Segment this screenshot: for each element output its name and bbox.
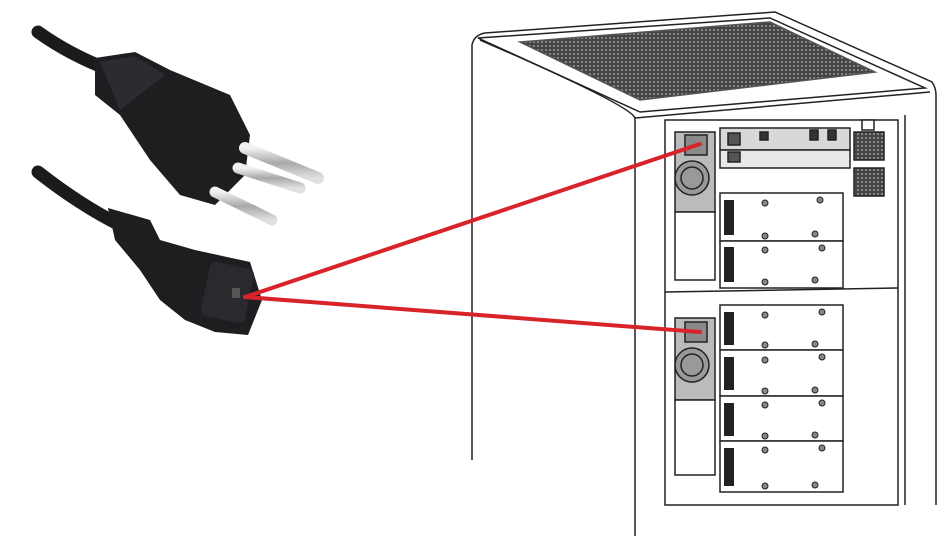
rack-cabinet bbox=[471, 11, 937, 536]
pointer-to-top-psu bbox=[243, 142, 702, 299]
plug-cord bbox=[31, 25, 324, 226]
psu-bottom bbox=[674, 317, 716, 401]
controller-card bbox=[719, 127, 851, 169]
top-grille bbox=[517, 21, 878, 101]
iec-connector-cord bbox=[31, 165, 262, 335]
vent-panels bbox=[853, 119, 885, 197]
plug-pins bbox=[209, 142, 324, 226]
pointer-to-bottom-psu bbox=[243, 295, 702, 334]
pointer-lines bbox=[243, 142, 702, 334]
battery-modules bbox=[719, 192, 844, 493]
power-cord bbox=[31, 25, 324, 335]
